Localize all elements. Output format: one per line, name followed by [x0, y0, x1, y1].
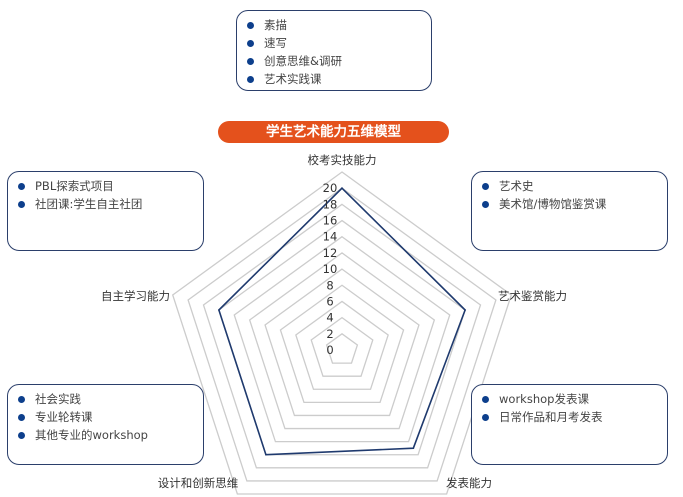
- list-item: 素描: [247, 16, 421, 34]
- tick-label: 20: [323, 181, 338, 195]
- list-item-label: PBL探索式项目: [35, 179, 114, 193]
- list-item-label: 艺术史: [499, 179, 534, 193]
- grid-ring: [233, 235, 451, 443]
- bullet-icon: [247, 39, 254, 47]
- list-item: 社团课:学生自主社团: [18, 195, 193, 213]
- list-item: 其他专业的workshop: [18, 426, 193, 444]
- tick-label: 2: [326, 327, 333, 341]
- axis-label: 设计和创新思维: [158, 476, 239, 490]
- grid-ring: [325, 333, 359, 364]
- list-item: workshop发表课: [482, 390, 657, 408]
- tick-label: 12: [323, 246, 338, 260]
- skills-box-right-bottom: workshop发表课日常作品和月考发表: [471, 384, 668, 465]
- tick-label: 6: [326, 294, 333, 308]
- skills-box-top: 素描速写创意思维&调研艺术实践课: [236, 10, 432, 91]
- bullet-icon: [18, 431, 25, 439]
- list-item: 艺术史: [482, 177, 657, 195]
- tick-label: 4: [326, 311, 333, 325]
- bullet-icon: [18, 413, 25, 421]
- grid-ring: [187, 187, 497, 482]
- skills-box-right-top: 艺术史美术馆/博物馆鉴赏课: [471, 171, 668, 251]
- list-item-label: 素描: [264, 18, 287, 32]
- axis-label: 艺术鉴赏能力: [498, 289, 567, 303]
- grid-ring: [310, 316, 374, 377]
- tick-label: 16: [323, 214, 338, 228]
- bullet-icon: [18, 182, 25, 190]
- axis-label: 校考实技能力: [308, 153, 377, 167]
- list-item: PBL探索式项目: [18, 177, 193, 195]
- list-item-label: 日常作品和月考发表: [499, 410, 603, 424]
- grid-ring: [218, 219, 466, 456]
- bullet-icon: [247, 57, 254, 65]
- series-line: [217, 187, 467, 456]
- bullet-icon: [247, 75, 254, 83]
- list-item: 艺术实践课: [247, 70, 421, 88]
- bullet-icon: [482, 182, 489, 190]
- list-item-label: 其他专业的workshop: [35, 428, 148, 442]
- list-item: 速写: [247, 34, 421, 52]
- bullet-icon: [482, 395, 489, 403]
- list-item-label: 美术馆/博物馆鉴赏课: [499, 197, 607, 211]
- list-item-label: 社会实践: [35, 392, 81, 406]
- grid-ring: [264, 268, 420, 417]
- list-item-label: workshop发表课: [499, 392, 589, 406]
- list-item: 美术馆/博物馆鉴赏课: [482, 195, 657, 213]
- bullet-icon: [482, 413, 489, 421]
- skills-box-left-bottom: 社会实践专业轮转课其他专业的workshop: [7, 384, 204, 465]
- bullet-icon: [247, 21, 254, 29]
- grid-ring: [202, 203, 482, 469]
- list-item: 专业轮转课: [18, 408, 193, 426]
- data-point: [412, 447, 415, 449]
- grid-ring: [279, 284, 405, 404]
- grid-ring: [171, 171, 513, 495]
- grid-ring: [248, 252, 436, 430]
- tick-label: 18: [323, 197, 338, 211]
- grid-ring: [295, 300, 389, 390]
- tick-label: 8: [326, 278, 333, 292]
- data-point: [341, 187, 343, 189]
- axis-label: 自主学习能力: [101, 289, 170, 303]
- chart-title: 学生艺术能力五维模型: [218, 121, 449, 143]
- list-item-label: 创意思维&调研: [264, 54, 342, 68]
- tick-label: 0: [326, 343, 333, 357]
- tick-label: 10: [323, 262, 338, 276]
- list-item-label: 艺术实践课: [264, 72, 322, 86]
- skills-box-left-top: PBL探索式项目社团课:学生自主社团: [7, 171, 204, 251]
- list-item-label: 速写: [264, 36, 287, 50]
- tick-label: 14: [323, 230, 338, 244]
- data-point: [218, 309, 220, 311]
- list-item-label: 专业轮转课: [35, 410, 93, 424]
- bullet-icon: [482, 200, 489, 208]
- data-point: [265, 453, 267, 456]
- bullet-icon: [18, 200, 25, 208]
- list-item: 创意思维&调研: [247, 52, 421, 70]
- data-point: [464, 309, 466, 311]
- list-item-label: 社团课:学生自主社团: [35, 197, 143, 211]
- list-item: 社会实践: [18, 390, 193, 408]
- list-item: 日常作品和月考发表: [482, 408, 657, 426]
- bullet-icon: [18, 395, 25, 403]
- axis-label: 发表能力: [446, 476, 492, 490]
